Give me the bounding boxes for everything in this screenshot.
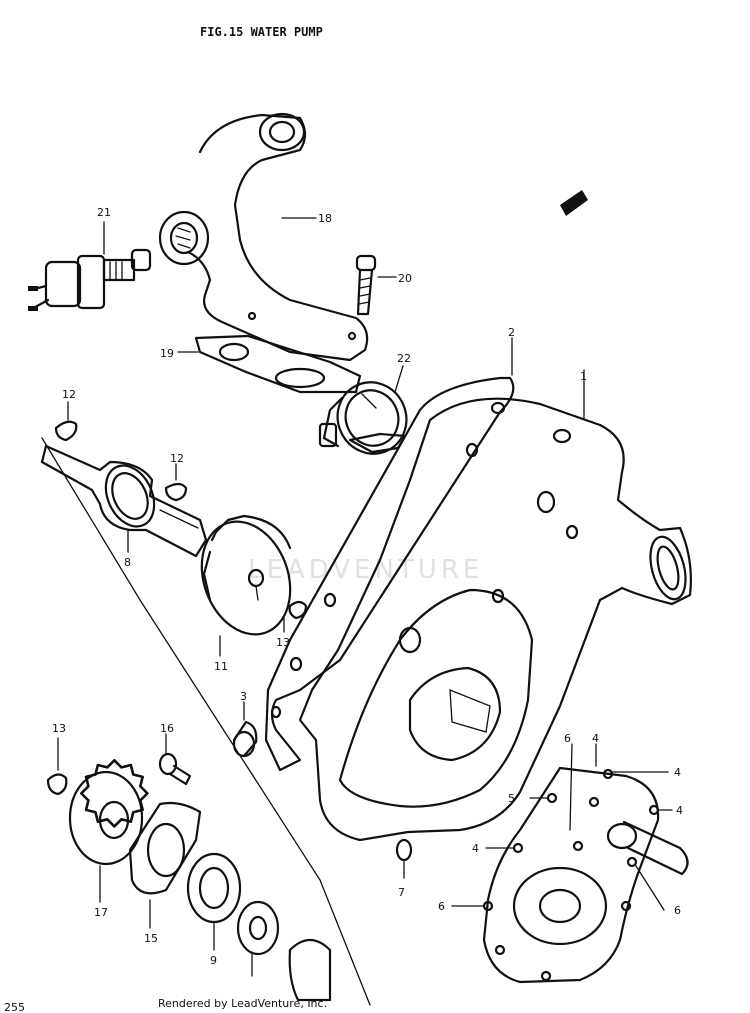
callout-13-upper: 13 [276, 636, 290, 649]
callout-7: 7 [398, 886, 405, 899]
footer-credit: Rendered by LeadVenture, Inc. [158, 997, 327, 1010]
callout-8: 8 [124, 556, 131, 569]
key-12-lower-part [164, 482, 188, 502]
callout-20: 20 [398, 272, 412, 285]
callout-6-right: 6 [674, 904, 681, 917]
callout-1: 1 [580, 370, 587, 383]
callout-5: 5 [508, 792, 515, 805]
figure-title: FIG.15 WATER PUMP [200, 25, 323, 39]
thermostat-part [318, 381, 408, 455]
front-arrow-icon [560, 190, 588, 216]
circlip-13-lower-part [46, 773, 68, 796]
callout-4-right-lower: 4 [676, 804, 683, 817]
seal-ring-part [236, 900, 280, 956]
callout-13-lower: 13 [52, 722, 66, 735]
callout-12-upper: 12 [62, 388, 76, 401]
screw-16-part [158, 752, 192, 786]
outlet-gasket-part [194, 334, 362, 394]
outlet-elbow-part [158, 112, 369, 362]
callout-19: 19 [160, 347, 174, 360]
seal-plate-part [128, 801, 202, 895]
callout-16: 16 [160, 722, 174, 735]
bolt-20-part [355, 254, 377, 316]
circlip-13-upper-part [288, 600, 308, 620]
callout-11: 11 [214, 660, 228, 673]
pump-gear-part [68, 759, 149, 866]
key-12-upper-part [54, 420, 78, 442]
callout-4-top: 4 [592, 732, 599, 745]
dowel-7-part [395, 838, 413, 862]
thermo-switch-part [28, 248, 152, 312]
dowel-3-part [232, 720, 258, 758]
callout-2: 2 [508, 326, 515, 339]
callout-6-left: 6 [438, 900, 445, 913]
callout-18: 18 [318, 212, 332, 225]
callout-3: 3 [240, 690, 247, 703]
pump-housing-part [270, 397, 692, 842]
callout-21: 21 [97, 206, 111, 219]
pump-shaft-part [40, 444, 208, 558]
callout-22: 22 [397, 352, 411, 365]
impeller-part [200, 514, 292, 636]
bottom-partial-part [288, 938, 332, 1002]
callout-9: 9 [210, 954, 217, 967]
cover-leader-lines [451, 743, 673, 911]
callout-12-lower: 12 [170, 452, 184, 465]
mechanical-seal-part [186, 852, 242, 924]
callout-4-right-upper: 4 [674, 766, 681, 779]
page-reference: 255 [4, 1001, 25, 1013]
callout-15: 15 [144, 932, 158, 945]
callout-4-left: 4 [472, 842, 479, 855]
reference-line [41, 437, 371, 1006]
callout-6-top: 6 [564, 732, 571, 745]
callout-17: 17 [94, 906, 108, 919]
